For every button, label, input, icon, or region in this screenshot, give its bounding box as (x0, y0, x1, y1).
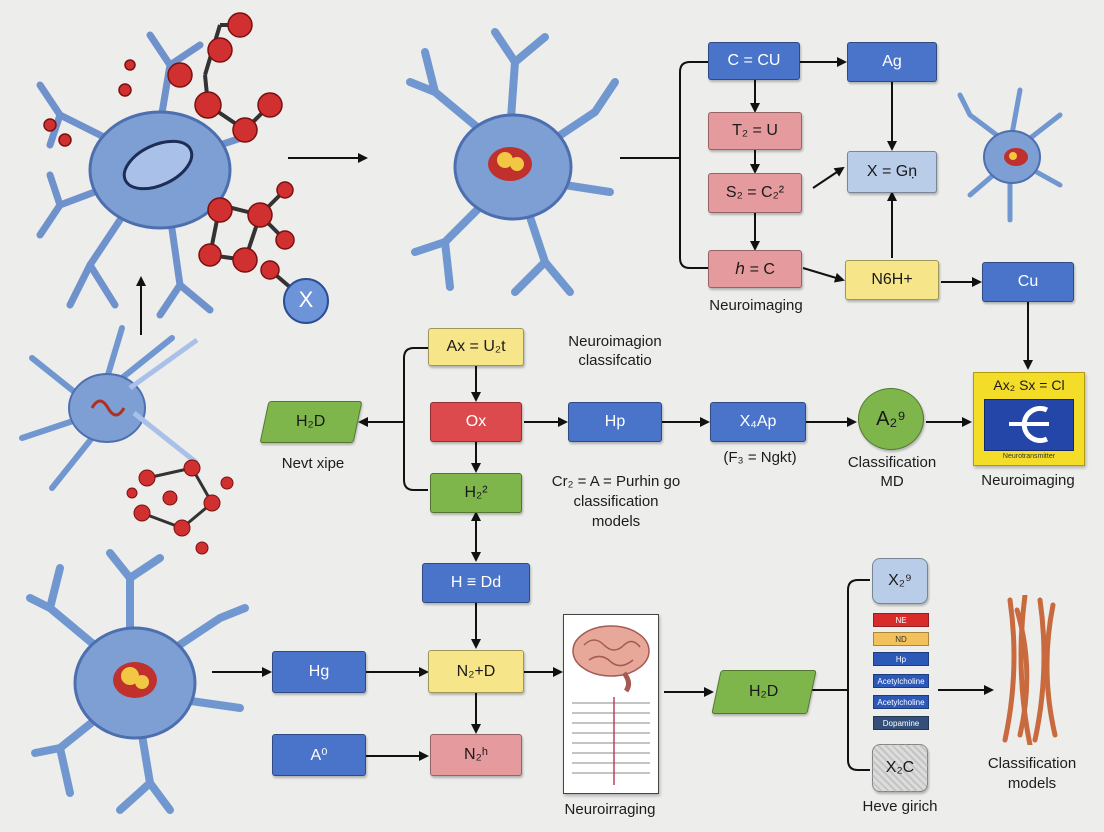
label-f3-ngkt: (F₃ = Ngkt) (723, 449, 797, 466)
neuroimaging-panel: Ax₂ Sx = Cl Neurotransmitter (973, 372, 1085, 466)
panel-title: Ax₂ Sx = Cl (993, 377, 1065, 393)
label-neuroirraging: Neuroirraging (564, 801, 656, 818)
neuroimaging-document (563, 614, 659, 794)
node-n6h: N6H+ (845, 260, 939, 300)
neuron-molecule-illustration (36, 12, 329, 324)
euro-icon (1009, 406, 1049, 443)
node-s2-c2: S₂ = C₂² (708, 173, 802, 213)
label-neuroimaging-top: Neuroimaging (709, 297, 803, 314)
node-a0: A⁰ (272, 734, 366, 776)
node-h2d-left: H₂D (259, 401, 363, 443)
neuron-illustration-small (957, 87, 1063, 223)
panel-caption: Neurotransmitter (1002, 453, 1056, 460)
mini-bar-6: Dopamine (873, 716, 929, 730)
mini-bar-5: Acetylcholine (873, 695, 929, 709)
node-h-c: ℎ = C (708, 250, 802, 288)
node-x4ap: X₄Ap (710, 402, 806, 442)
label-neuroimagion: Neuroimagion (568, 333, 662, 350)
label-crp-2: classification (573, 493, 659, 510)
muscle-fiber-illustration (1002, 595, 1058, 745)
node-x2-9: X₂⁹ (872, 558, 928, 604)
mini-bar-4: Acetylcholine (873, 674, 929, 688)
label-classification-models-1: Classification (987, 755, 1077, 772)
mini-bar-1: NE (873, 613, 929, 627)
node-n2-d: N₂+D (428, 650, 524, 693)
node-h-dd: H ≡ Dd (422, 563, 530, 603)
synapse-illustration (19, 325, 234, 555)
label-classification-md-1: Classification (847, 454, 937, 471)
label-heve-girich: Heve girich (862, 798, 938, 815)
node-h2-2: H₂² (430, 473, 522, 513)
node-h2d-bottom: H₂D (711, 670, 817, 714)
node-ox: Ox (430, 402, 522, 442)
node-c-cu: C = CU (708, 42, 800, 80)
node-t2-u: T₂ = U (708, 112, 802, 150)
label-classifcatio: classifcatio (578, 352, 652, 369)
label-nevt-xipe: Nevt xipe (281, 455, 345, 472)
node-ax-u2t: Ax = U₂t (428, 328, 524, 366)
label-classification-models-2: models (1007, 775, 1057, 792)
label-crp-3: models (591, 513, 641, 530)
mini-bar-2: ND (873, 632, 929, 646)
node-a2: A₂⁹ (858, 388, 924, 450)
node-n2h: N₂ʰ (430, 734, 522, 776)
node-x-gn: X = Gṇ (847, 151, 937, 193)
node-cu: Cu (982, 262, 1074, 302)
brain-icon (572, 625, 650, 785)
x-badge-label: X (298, 287, 314, 312)
neuron-illustration-bottom (26, 549, 249, 814)
label-crp-1: Cr₂ = A = Purhin go (551, 473, 681, 490)
mini-bar-3: Hp (873, 652, 929, 666)
panel-screen (984, 399, 1074, 451)
node-x2c: X₂C (872, 744, 928, 792)
node-hp: Hp (568, 402, 662, 442)
neuron-illustration-top (406, 28, 619, 296)
label-neuroimaging-right: Neuroimaging (981, 472, 1075, 489)
node-ag: Ag (847, 42, 937, 82)
node-hg: Hg (272, 651, 366, 693)
label-classification-md-2: MD (880, 473, 904, 490)
